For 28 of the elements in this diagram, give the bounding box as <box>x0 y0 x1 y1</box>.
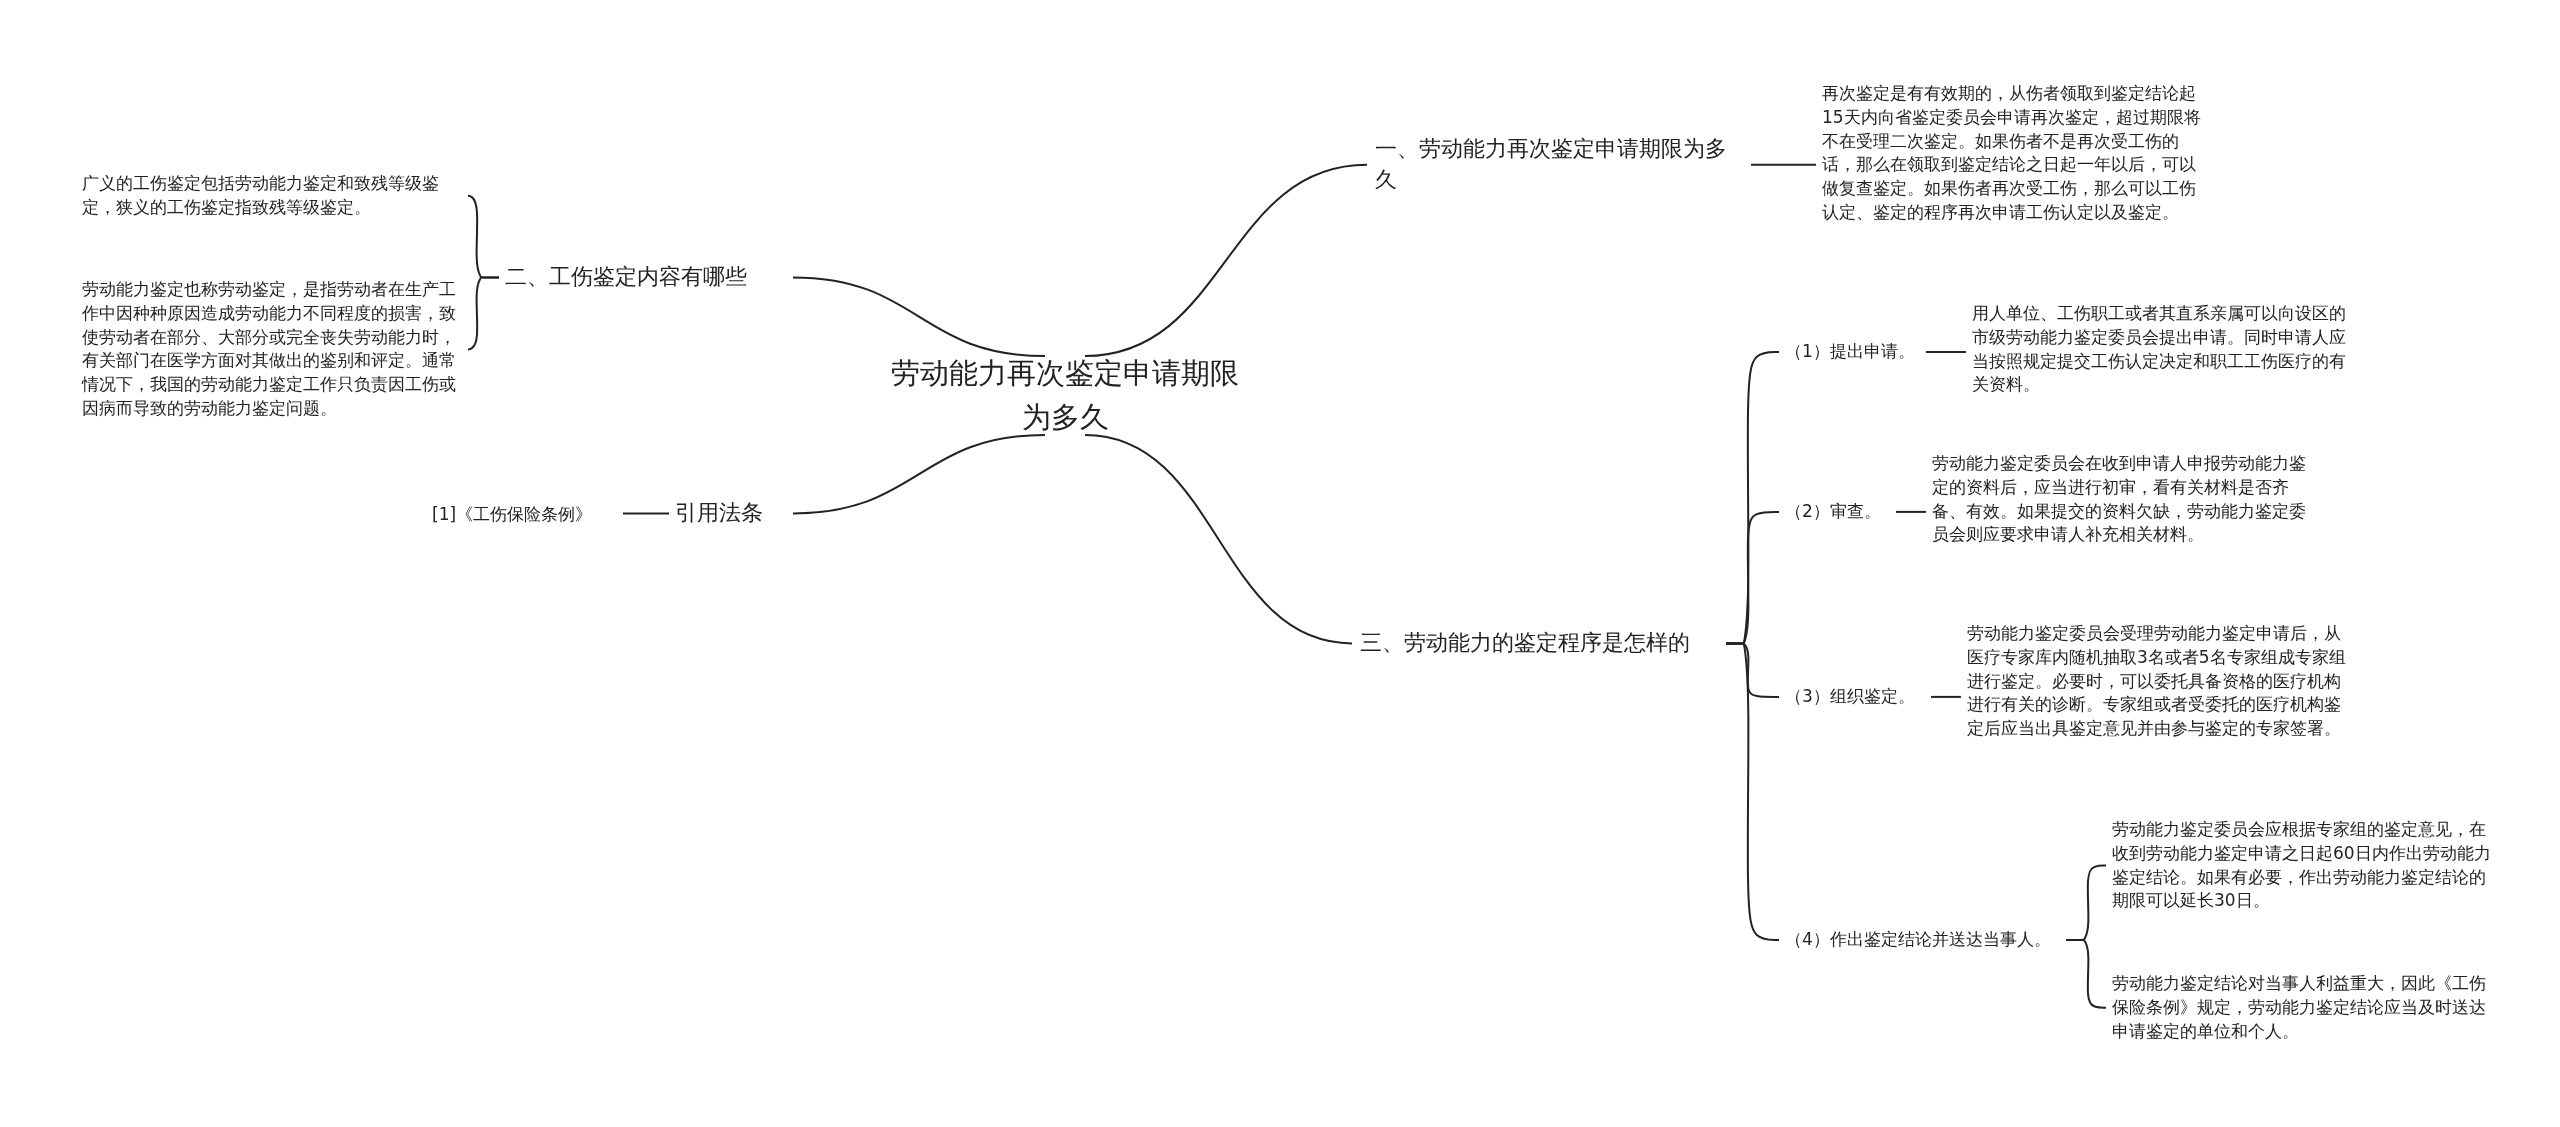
leaf-text: [1]《工伤保险条例》 <box>432 503 594 526</box>
connector-line <box>1084 434 1353 645</box>
leaf-text: 劳动能力鉴定委员会受理劳动能力鉴定申请后，从医疗专家库内随机抽取3名或者5名专家组成专家组进行鉴定。必要时，可以委托具备资格的医疗机构进行有关的诊断。专家组或者受委托的医疗机构鉴定后应当出具鉴定意见并由参与鉴定的专家签署。 <box>1967 622 2347 741</box>
central-topic: 劳动能力再次鉴定申请期限为多久 <box>890 355 1240 436</box>
connector-line <box>1930 695 1962 698</box>
leaf-text: 劳动能力鉴定委员会应根据专家组的鉴定意见，在收到劳动能力鉴定申请之日起60日内作出劳动能力鉴定结论。如果有必要，作出劳动能力鉴定结论的期限可以延长30日。 <box>2112 818 2492 913</box>
sub-topic: （1）提出申请。 <box>1785 340 1916 363</box>
leaf-text: 广义的工伤鉴定包括劳动能力鉴定和致残等级鉴定，狭义的工伤鉴定指致残等级鉴定。 <box>82 172 440 219</box>
connector-line <box>792 434 1046 515</box>
connector-line <box>1750 163 1817 166</box>
sub-topic: （2）审查。 <box>1785 500 1882 523</box>
leaf-text: 劳动能力鉴定结论对当事人利益重大，因此《工伤保险条例》规定，劳动能力鉴定结论应当及时送达申请鉴定的单位和个人。 <box>2112 972 2487 1043</box>
connector-line <box>467 276 500 351</box>
branch-topic: 引用法条 <box>675 499 764 527</box>
sub-topic: （3）组织鉴定。 <box>1785 685 1916 708</box>
sub-topic: （4）作出鉴定结论并送达当事人。 <box>1785 928 2052 951</box>
leaf-text: 用人单位、工伤职工或者其直系亲属可以向设区的市级劳动能力鉴定委员会提出申请。同时申请人应当按照规定提交工伤认定决定和职工工伤医疗的有关资料。 <box>1972 302 2347 397</box>
connector-line <box>1084 163 1368 357</box>
connector-line <box>1925 350 1967 353</box>
leaf-text: 再次鉴定是有有效期的，从伤者领取到鉴定结论起15天内向省鉴定委员会申请再次鉴定，超过期限将不在受理二次鉴定。如果伤者不是再次受工伤的话，那么在领取到鉴定结论之日起一年以后，可以做复查鉴定。如果伤者再次受工伤，那么可以工伤认定、鉴定的程序再次申请工伤认定以及鉴定。 <box>1822 82 2202 224</box>
branch-topic: 三、劳动能力的鉴定程序是怎样的 <box>1360 629 1691 657</box>
connector-line <box>1895 510 1927 513</box>
leaf-text: 劳动能力鉴定委员会在收到申请人申报劳动能力鉴定的资料后，应当进行初审，看有关材料是否齐备、有效。如果提交的资料欠缺，劳动能力鉴定委员会则应要求申请人补充相关材料。 <box>1932 452 2307 547</box>
connector-line <box>792 276 1046 357</box>
leaf-text: 劳动能力鉴定也称劳动鉴定，是指劳动者在生产工作中因种种原因造成劳动能力不同程度的损害，致使劳动者在部分、大部分或完全丧失劳动能力时，有关部门在医学方面对其做出的鉴别和评定。通常情况下，我国的劳动能力鉴定工作只负责因工伤或因病而导致的劳动能力鉴定问题。 <box>82 278 457 420</box>
branch-topic: 一、劳动能力再次鉴定申请期限为多久 <box>1375 135 1728 194</box>
branch-topic: 二、工伤鉴定内容有哪些 <box>505 263 748 291</box>
connector-line <box>622 512 670 515</box>
